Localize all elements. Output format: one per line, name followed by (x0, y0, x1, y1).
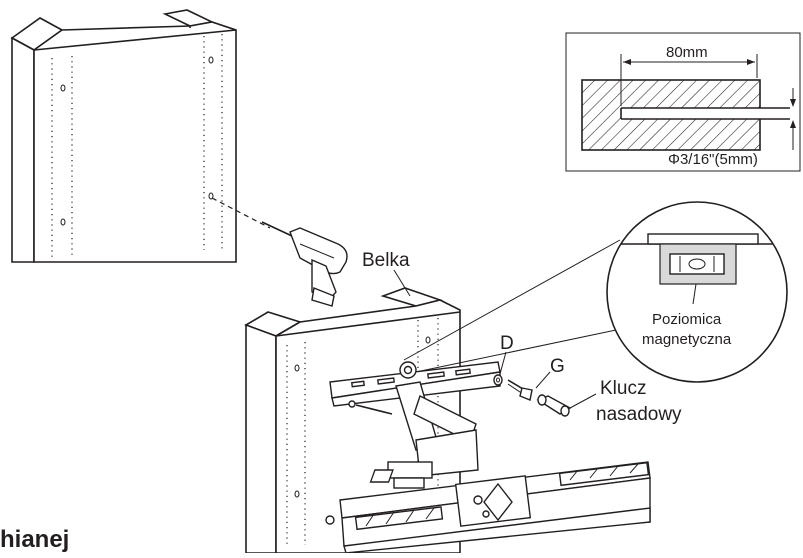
level-label-2: magnetyczna (642, 331, 732, 348)
wall-top-left (10, 9, 237, 263)
hardware: D G Klucz nasadowy (493, 333, 682, 425)
washer-icon (493, 374, 503, 386)
width-label: 80mm (666, 44, 708, 61)
drilling-detail: 80mm Φ3/16"(5mm) (565, 32, 801, 172)
socket-wrench-icon (536, 394, 572, 417)
partial-heading: hianej (0, 526, 69, 553)
diameter-label: Φ3/16"(5mm) (668, 151, 758, 168)
wrench-label-2: nasadowy (596, 404, 682, 425)
beam-label: Belka (362, 250, 410, 271)
lag-bolt-icon (507, 379, 533, 401)
drill-icon (211, 197, 348, 307)
part-d-label: D (500, 333, 514, 354)
wall-bottom: Belka (244, 250, 461, 554)
part-g-label: G (550, 356, 565, 377)
magnetic-level-callout: Poziomica magnetyczna (403, 201, 788, 383)
tv-bracket (325, 461, 651, 554)
bracket-slots (354, 461, 650, 531)
magnetic-level-icon (607, 233, 787, 305)
level-label-1: Poziomica (652, 311, 722, 328)
wrench-label-1: Klucz (600, 378, 646, 399)
wall-plate (329, 361, 501, 489)
